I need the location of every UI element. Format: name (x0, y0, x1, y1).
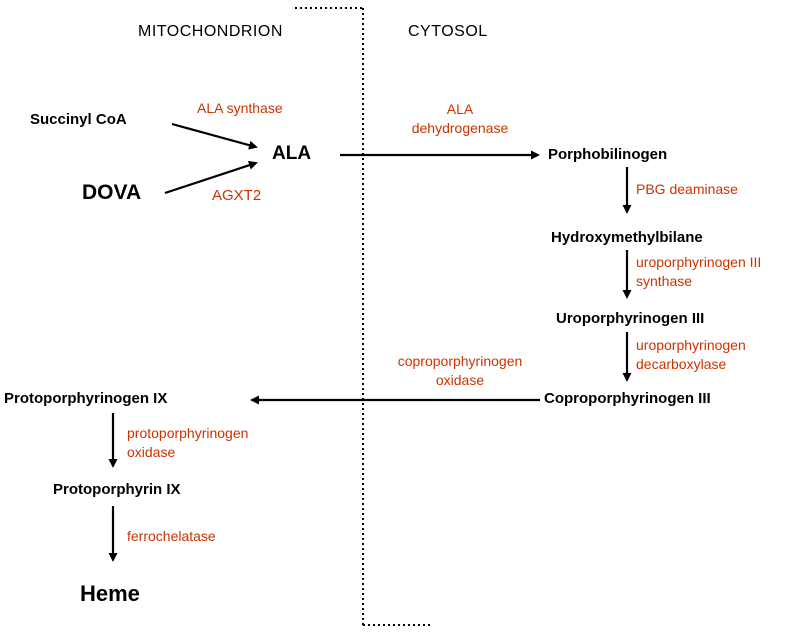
metabolite-heme: Heme (80, 581, 140, 606)
enzyme-protoporphyrinogen-oxidase: protoporphyrinogen oxidase (127, 425, 249, 460)
enzyme-pbg-deaminase: PBG deaminase (636, 181, 738, 197)
enzyme-coproporphyrinogen-oxidase: coproporphyrinogen oxidase (397, 353, 523, 388)
arrow-dova-to-ala (164, 160, 258, 195)
enzyme-ala-dehydrogenase: ALA dehydrogenase (411, 101, 509, 136)
metabolite-coproporphyrinogen-iii: Coproporphyrinogen III (544, 390, 711, 407)
metabolite-ala: ALA (272, 143, 312, 164)
compartment-label-mitochondrion: MITOCHONDRION (138, 23, 283, 40)
metabolite-protoporphyrinogen-ix: Protoporphyrinogen IX (4, 390, 168, 407)
metabolite-hydroxymethylbilane: Hydroxymethylbilane (551, 229, 703, 246)
metabolite-succinyl-coa: Succinyl CoA (30, 111, 127, 128)
enzyme-agxt2: AGXT2 (212, 187, 262, 204)
enzyme-uroporphyrinogen-iii-synthase: uroporphyrinogen III synthase (636, 254, 762, 289)
enzyme-uroporphyrinogen-decarboxylase: uroporphyrinogen decarboxylase (636, 337, 746, 372)
enzyme-ala-synthase: ALA synthase (197, 100, 283, 116)
metabolite-uroporphyrinogen-iii: Uroporphyrinogen III (556, 310, 705, 327)
metabolite-porphobilinogen: Porphobilinogen (548, 146, 668, 163)
metabolite-dova: DOVA (82, 181, 142, 204)
membrane-boundary (295, 7, 432, 626)
compartment-label-cytosol: CYTOSOL (408, 23, 488, 40)
arrow-succinylcoa-to-ala (171, 122, 258, 150)
enzyme-ferrochelatase: ferrochelatase (127, 528, 216, 544)
metabolite-protoporphyrin-ix: Protoporphyrin IX (53, 481, 181, 498)
